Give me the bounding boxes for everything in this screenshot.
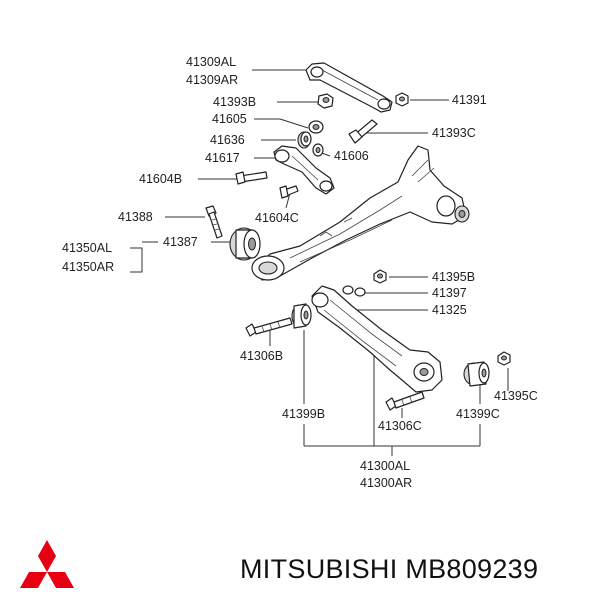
- label-41605: 41605: [212, 112, 247, 126]
- brand-part-number: MITSUBISHI MB809239: [240, 554, 539, 584]
- label-41606: 41606: [334, 149, 369, 163]
- label-41399b: 41399B: [282, 407, 325, 421]
- label-41399c: 41399C: [456, 407, 500, 421]
- label-41393c: 41393C: [432, 126, 476, 140]
- toe-link-41617: [273, 145, 335, 195]
- nut-41395c: [497, 351, 511, 366]
- label-41350ar: 41350AR: [62, 260, 114, 274]
- bushing-41399b: [291, 303, 312, 329]
- bolt-41388: [205, 205, 223, 239]
- label-41300ar: 41300AR: [360, 476, 412, 490]
- label-41393b: 41393B: [213, 95, 256, 109]
- leader-lines: [130, 69, 509, 456]
- upper-link-41309: [305, 62, 393, 113]
- logo-diamond-right: [47, 572, 74, 588]
- lower-arm-41300: [311, 285, 443, 393]
- logo-diamond-top: [38, 540, 56, 572]
- washer-41605: [308, 120, 324, 134]
- bolt-41306b: [245, 317, 293, 337]
- label-41395c: 41395C: [494, 389, 538, 403]
- bushing-41399c: [463, 361, 490, 387]
- trailing-arm-41350: [251, 145, 470, 281]
- label-41387: 41387: [163, 235, 198, 249]
- label-41617: 41617: [205, 151, 240, 165]
- label-41604b: 41604B: [139, 172, 182, 186]
- label-41309ar: 41309AR: [186, 73, 238, 87]
- label-41309al: 41309AL: [186, 55, 236, 69]
- logo-diamond-left: [20, 572, 47, 588]
- label-41395b: 41395B: [432, 270, 475, 284]
- label-41397: 41397: [432, 286, 467, 300]
- label-41636: 41636: [210, 133, 245, 147]
- part-labels: 41309AL 41309AR 41393B 41391 41605 41393…: [62, 55, 538, 490]
- nut-41393b: [317, 93, 334, 109]
- label-41391: 41391: [452, 93, 487, 107]
- label-41388: 41388: [118, 210, 153, 224]
- label-41300al: 41300AL: [360, 459, 410, 473]
- bolt-41306c: [385, 391, 425, 411]
- bolt-41604c: [279, 185, 299, 199]
- bushing-41387: [229, 227, 261, 261]
- bolt-41393c: [348, 119, 378, 144]
- washer-41397: [342, 285, 366, 297]
- label-41604c: 41604C: [255, 211, 299, 225]
- nut-41395b: [373, 269, 387, 284]
- ring-41606: [312, 143, 324, 157]
- bolt-41604b: [235, 171, 268, 185]
- nut-41391: [395, 92, 409, 107]
- label-41306c: 41306C: [378, 419, 422, 433]
- bushing-41636: [297, 131, 312, 149]
- label-41306b: 41306B: [240, 349, 283, 363]
- label-41350al: 41350AL: [62, 241, 112, 255]
- label-41325: 41325: [432, 303, 467, 317]
- mitsubishi-logo-icon: [20, 540, 74, 588]
